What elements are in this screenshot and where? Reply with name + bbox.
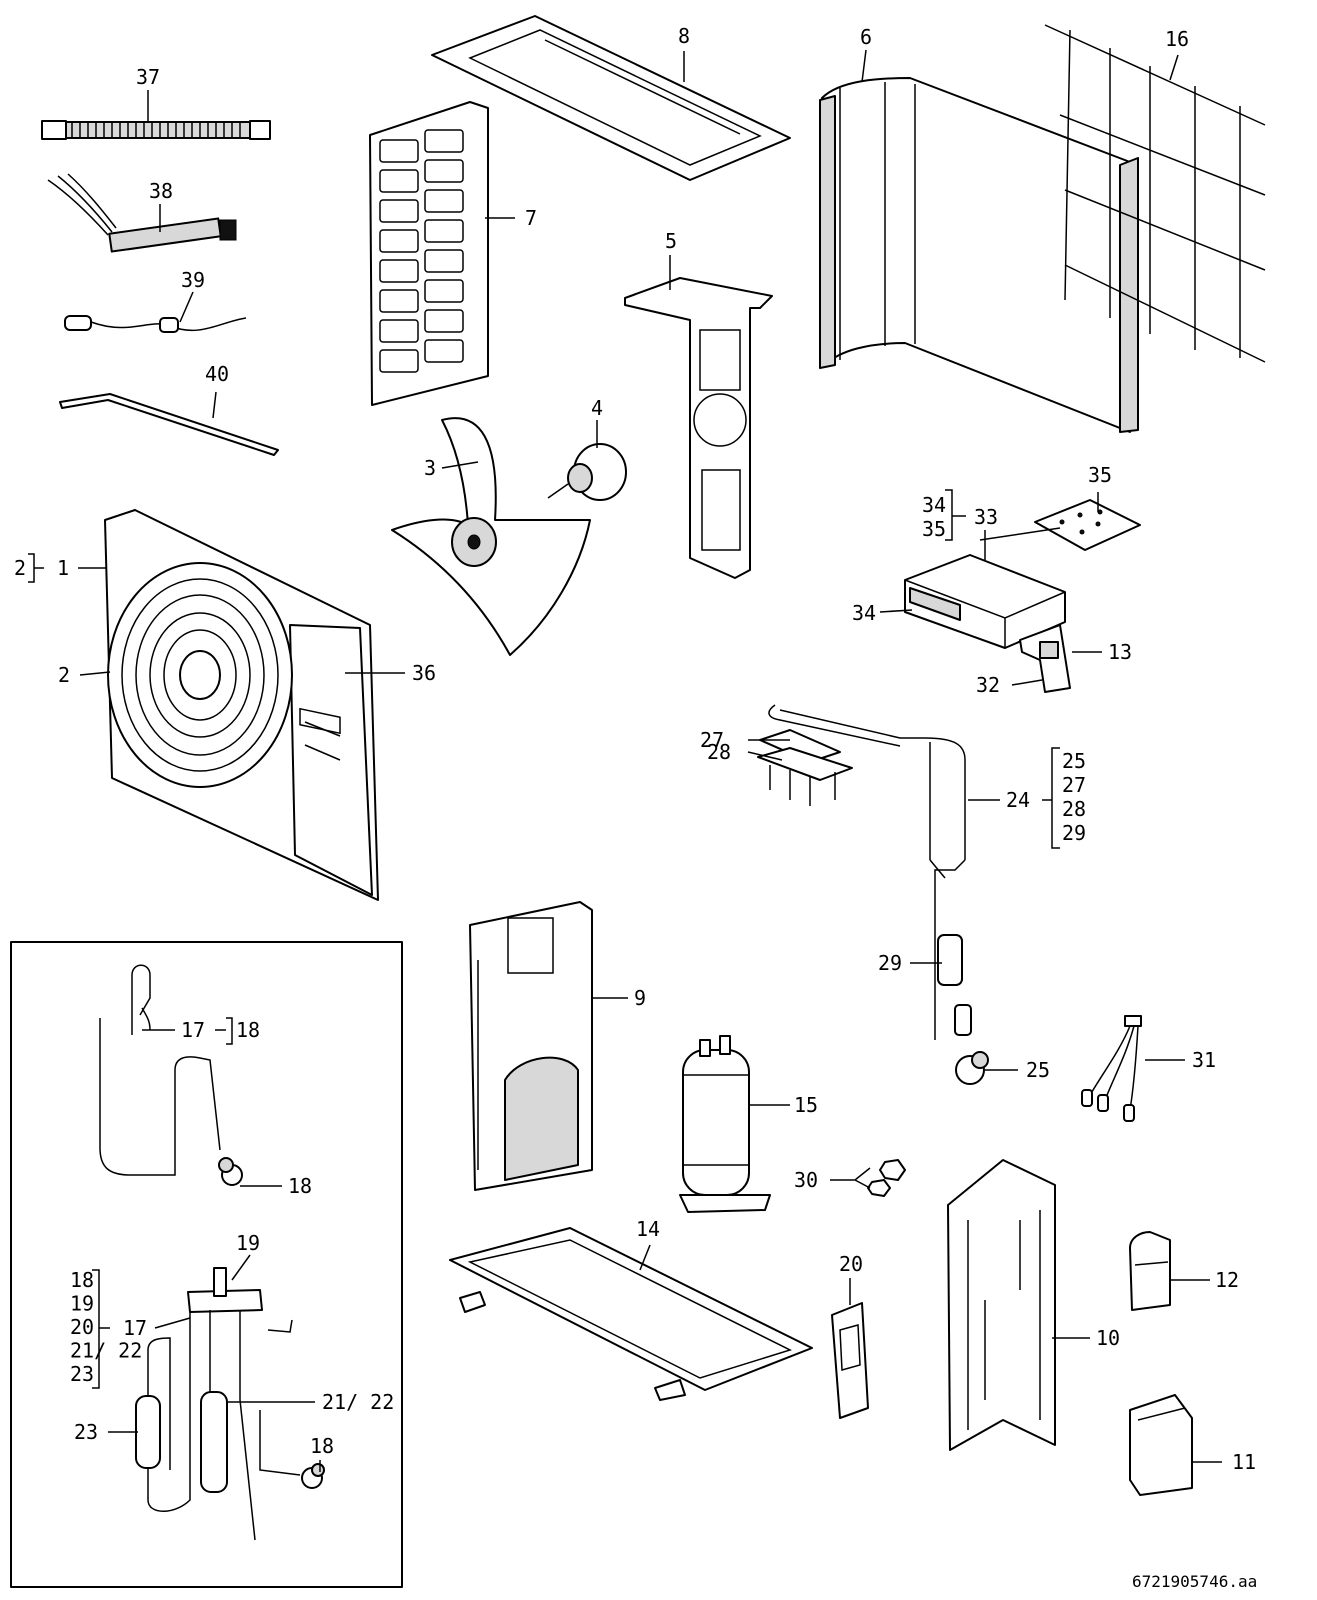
group-ref-item: 18 bbox=[236, 1018, 260, 1042]
bracket-marks bbox=[28, 489, 1060, 1389]
callout-16: 16 bbox=[1165, 27, 1189, 51]
callout-10: 10 bbox=[1096, 1326, 1120, 1350]
callout-15: 15 bbox=[794, 1093, 818, 1117]
callout-32: 32 bbox=[976, 673, 1000, 697]
part-37-drain-hose bbox=[41, 120, 271, 140]
callout-34: 34 bbox=[852, 601, 876, 625]
callout-37: 37 bbox=[136, 65, 160, 89]
part-7-side-grille bbox=[369, 101, 489, 406]
group-ref-item: 23 bbox=[70, 1362, 94, 1386]
callout-8: 8 bbox=[678, 24, 690, 48]
group-ref-item: 2 bbox=[14, 556, 26, 580]
group-ref-item: 34 bbox=[922, 493, 946, 517]
group-ref-item: 21/ 22 bbox=[70, 1339, 142, 1363]
callout-18-inset: 18 bbox=[288, 1174, 312, 1198]
callout-31: 31 bbox=[1192, 1048, 1216, 1072]
part-15-compressor bbox=[679, 1035, 771, 1213]
part-14-base-pan bbox=[449, 1227, 813, 1401]
callout-27: 27 bbox=[700, 728, 724, 752]
part-28-bracket bbox=[757, 747, 853, 806]
part-19-23-assembly-inset bbox=[135, 1267, 325, 1541]
callout-4: 4 bbox=[591, 396, 603, 420]
part-6-heat-exchanger bbox=[819, 77, 1139, 433]
part-39-sensor-cable bbox=[64, 315, 247, 333]
callout-33: 33 bbox=[974, 505, 998, 529]
callout-17-inset: 17 bbox=[181, 1018, 205, 1042]
callout-3: 3 bbox=[424, 456, 436, 480]
callout-21-22: 21/ 22 bbox=[322, 1390, 394, 1414]
part-20-plate bbox=[831, 1302, 869, 1419]
callout-13: 13 bbox=[1108, 640, 1132, 664]
leader-lines bbox=[78, 49, 1222, 1472]
part-29-valve bbox=[937, 934, 972, 1036]
group-ref-1: 2 bbox=[14, 556, 26, 580]
part-25-service-valve bbox=[955, 1051, 989, 1085]
part-9-partition bbox=[469, 901, 593, 1191]
callout-2: 2 bbox=[58, 663, 70, 687]
part-12-cover bbox=[1129, 1231, 1171, 1311]
group-ref-item: 25 bbox=[1062, 749, 1086, 773]
callout-39: 39 bbox=[181, 268, 205, 292]
callout-30: 30 bbox=[794, 1168, 818, 1192]
part-24-piping bbox=[768, 704, 966, 1040]
callout-24: 24 bbox=[1006, 788, 1030, 812]
part-40-rod bbox=[59, 393, 279, 456]
group-ref-item: 29 bbox=[1062, 821, 1086, 845]
part-35-board-cover bbox=[1034, 499, 1141, 551]
group-ref-item: 28 bbox=[1062, 797, 1086, 821]
callout-12: 12 bbox=[1215, 1268, 1239, 1292]
part-5-motor-bracket bbox=[624, 277, 773, 579]
callout-20: 20 bbox=[839, 1252, 863, 1276]
callout-36: 36 bbox=[412, 661, 436, 685]
callout-19: 19 bbox=[236, 1231, 260, 1255]
callout-23: 23 bbox=[74, 1420, 98, 1444]
group-ref-item: 20 bbox=[70, 1315, 94, 1339]
callout-7: 7 bbox=[525, 206, 537, 230]
callout-9: 9 bbox=[634, 986, 646, 1010]
callout-25: 25 bbox=[1026, 1058, 1050, 1082]
part-8-top-cover bbox=[431, 15, 791, 181]
part-11-cover bbox=[1129, 1394, 1193, 1496]
part-33-control-box bbox=[904, 554, 1066, 649]
group-ref-item: 27 bbox=[1062, 773, 1086, 797]
callout-40: 40 bbox=[205, 362, 229, 386]
callout-17-assembly: 17 bbox=[123, 1316, 147, 1340]
group-ref-item: 35 bbox=[922, 517, 946, 541]
part-4-fan-motor bbox=[547, 443, 627, 501]
callout-38: 38 bbox=[149, 179, 173, 203]
callout-28: 28 bbox=[707, 740, 731, 764]
callout-5: 5 bbox=[665, 229, 677, 253]
part-38-wire-harness bbox=[47, 173, 237, 253]
part-17-pipe-inset bbox=[99, 964, 243, 1186]
part-16-wire-guard bbox=[1044, 24, 1266, 363]
callout-11: 11 bbox=[1232, 1450, 1256, 1474]
part-13-32-board-bracket bbox=[1019, 624, 1071, 693]
callout-29: 29 bbox=[878, 951, 902, 975]
group-ref-item: 18 bbox=[70, 1268, 94, 1292]
part-31-sensor-leads bbox=[1081, 1015, 1142, 1122]
group-ref-item: 19 bbox=[70, 1292, 94, 1316]
callout-6: 6 bbox=[860, 25, 872, 49]
group-ref-17-inset: 18 bbox=[236, 1018, 260, 1042]
part-3-fan-blade bbox=[391, 417, 591, 656]
callout-1: 1 bbox=[57, 556, 69, 580]
callout-18-assembly: 18 bbox=[310, 1434, 334, 1458]
document-code: 6721905746.aa bbox=[1132, 1572, 1257, 1591]
callout-14: 14 bbox=[636, 1217, 660, 1241]
part-2-fan-grille bbox=[107, 562, 293, 788]
part-30-nuts bbox=[867, 1159, 906, 1197]
part-10-side-panel bbox=[947, 1159, 1056, 1451]
callout-35: 35 bbox=[1088, 463, 1112, 487]
